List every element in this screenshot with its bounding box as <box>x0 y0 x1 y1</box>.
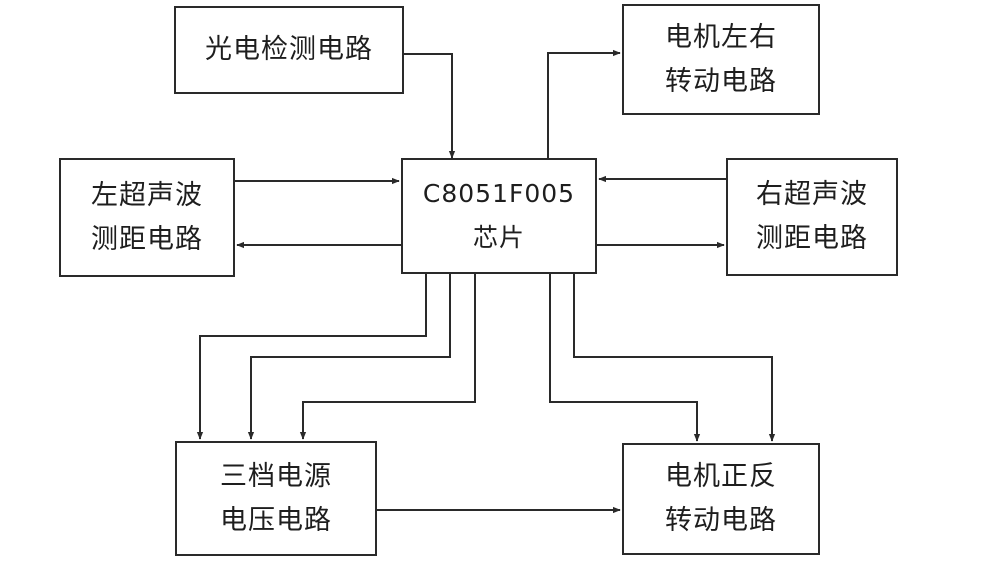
arrow-chip-to-motor-fr-2 <box>573 274 776 442</box>
arrow-chip-to-power-2 <box>247 274 451 440</box>
block-label-line2: 电压电路 <box>220 504 332 536</box>
arrow-chip-to-power-3 <box>299 274 476 440</box>
block-label-line1: C8051F005 <box>422 179 576 208</box>
block-label-line2: 测距电路 <box>91 223 203 255</box>
arrow-chip-to-motor-fr-1 <box>549 274 701 442</box>
block-label-line2: 芯片 <box>472 223 525 252</box>
block-label-line2: 转动电路 <box>665 65 777 97</box>
power-supply-circuit-block: 三档电源 电压电路 <box>175 441 377 556</box>
block-label-line2: 测距电路 <box>756 223 868 254</box>
block-label: 光电检测电路 <box>205 34 373 65</box>
left-ultrasonic-circuit-block: 左超声波 测距电路 <box>59 158 235 277</box>
arrow-chip-to-motor-lr <box>547 49 621 158</box>
right-ultrasonic-circuit-block: 右超声波 测距电路 <box>726 158 898 276</box>
chip-block: C8051F005 芯片 <box>401 158 597 274</box>
block-label-line1: 右超声波 <box>756 179 868 210</box>
motor-forward-reverse-circuit-block: 电机正反 转动电路 <box>622 443 820 555</box>
photo-detect-circuit-block: 光电检测电路 <box>174 6 404 94</box>
arrow-chip-to-power-1 <box>196 274 427 440</box>
arrow-photo-to-chip <box>404 53 456 159</box>
block-label-line1: 电机正反 <box>665 461 777 492</box>
motor-left-right-circuit-block: 电机左右 转动电路 <box>622 4 820 115</box>
block-label-line1: 三档电源 <box>220 460 332 492</box>
block-label-line1: 电机左右 <box>665 21 777 53</box>
block-label-line2: 转动电路 <box>665 505 777 536</box>
block-label-line1: 左超声波 <box>91 179 203 211</box>
